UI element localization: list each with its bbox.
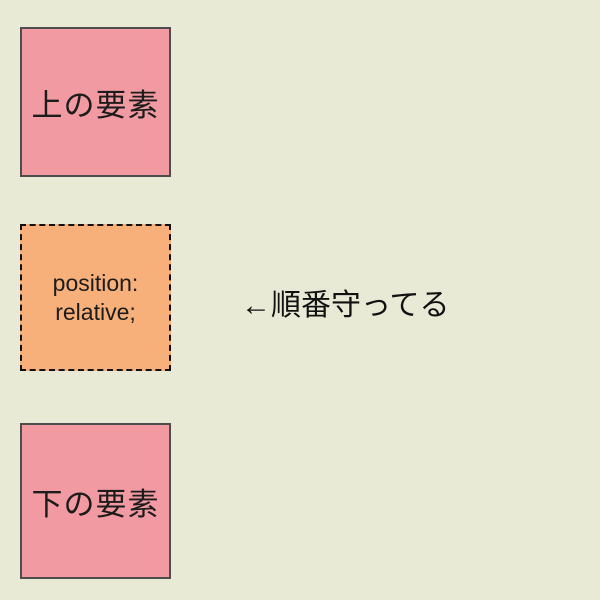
position-relative-label-line1: position:: [52, 269, 139, 296]
upper-element-box: 上の要素: [20, 27, 171, 177]
upper-element-label: 上の要素: [31, 87, 160, 123]
order-kept-annotation: ←順番守ってる: [241, 289, 450, 322]
position-relative-label-line2: relative;: [55, 298, 136, 325]
lower-element-box: 下の要素: [20, 423, 171, 579]
lower-element-label: 下の要素: [31, 486, 160, 522]
position-relative-box: position: relative;: [20, 224, 171, 371]
